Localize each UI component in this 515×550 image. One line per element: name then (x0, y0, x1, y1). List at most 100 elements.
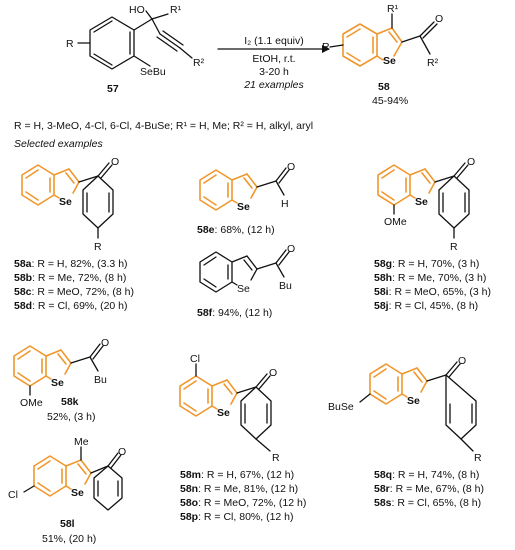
product-se-label: Se (383, 55, 396, 67)
58l-cl-label: Cl (8, 489, 18, 501)
id-58c: 58c (14, 286, 32, 298)
58l-me-label: Me (74, 436, 89, 448)
yield-58h: : R = Me, 70%, (3 h) (392, 272, 486, 284)
yield-58f: : 94%, (12 h) (212, 307, 272, 319)
svg-text:58h: R = Me, 70%, (3 h): 58h: R = Me, 70%, (3 h) (374, 272, 486, 284)
58f-se-label: Se (237, 283, 250, 295)
id-58o: 58o (180, 497, 198, 509)
id-58r: 58r (374, 483, 390, 495)
58e-o-label: O (287, 161, 295, 173)
product-r1-label: R¹ (387, 3, 399, 15)
structure-58e (199, 167, 290, 211)
compound-58-label: 58 (378, 81, 390, 93)
svg-text:58s: R = Cl, 65%, (8 h): 58s: R = Cl, 65%, (8 h) (374, 497, 481, 509)
yield-58j: : R = Cl, 45%, (8 h) (389, 300, 479, 312)
condition-examples: 21 examples (243, 79, 304, 91)
id-58g: 58g (374, 258, 392, 270)
id-58a: 58a (14, 258, 32, 270)
yield-58r: : R = Me, 67%, (8 h) (390, 483, 484, 495)
yield-58n: : R = Me, 81%, (12 h) (198, 483, 298, 495)
svg-text:58g: R = H, 70%, (3 h): 58g: R = H, 70%, (3 h) (374, 258, 479, 270)
svg-text:58j: R = Cl, 45%, (8 h): 58j: R = Cl, 45%, (8 h) (374, 300, 478, 312)
svg-text:58c: R = MeO, 72%, (8 h): 58c: R = MeO, 72%, (8 h) (14, 286, 134, 298)
reaction-arrow (217, 45, 330, 53)
id-58p: 58p (180, 511, 198, 523)
id-58e: 58e (197, 224, 215, 236)
r-label: R (66, 38, 74, 50)
id-58m: 58m (180, 469, 201, 481)
id-58k: 58k (61, 396, 79, 408)
condition-reagent: I₂ (1.1 equiv) (244, 35, 304, 47)
id-58f: 58f (197, 307, 213, 319)
58m-o-label: O (269, 367, 277, 379)
substrate-57 (77, 10, 193, 70)
svg-text:58n: R = Me, 81%, (12 h): 58n: R = Me, 81%, (12 h) (180, 483, 298, 495)
yield-58i: : R = MeO, 65%, (3 h) (389, 286, 491, 298)
id-58n: 58n (180, 483, 198, 495)
structure-58k (13, 343, 104, 396)
58m-cl-label: Cl (190, 353, 200, 365)
yield-range: 45-94% (372, 95, 408, 107)
id-58h: 58h (374, 272, 392, 284)
yield-58c: : R = MeO, 72%, (8 h) (32, 286, 134, 298)
58k-o-label: O (101, 337, 109, 349)
yield-58e: : 68%, (12 h) (215, 224, 275, 236)
product-r2-label: R² (427, 57, 439, 69)
yields-58q-s: 58q: R = H, 74%, (8 h) 58r: R = Me, 67%,… (374, 469, 484, 509)
svg-text:58d: R = Cl, 69%, (20 h): 58d: R = Cl, 69%, (20 h) (14, 300, 128, 312)
58e-h-label: H (281, 198, 289, 210)
58q-se-label: Se (407, 395, 420, 407)
58k-se-label: Se (51, 377, 64, 389)
id-58d: 58d (14, 300, 32, 312)
product-r-label: R (322, 41, 330, 53)
condition-time: 3-20 h (259, 66, 289, 78)
r2-label: R² (193, 57, 205, 69)
r1-label: R¹ (170, 4, 182, 16)
yields-58m-p: 58m: R = H, 67%, (12 h) 58n: R = Me, 81%… (180, 469, 306, 523)
compound-57-label: 57 (107, 83, 119, 95)
structure-58l (23, 446, 123, 511)
svg-text:58q: R = H, 74%, (8 h): 58q: R = H, 74%, (8 h) (374, 469, 479, 481)
58l-o-label: O (118, 446, 126, 458)
id-58i: 58i (374, 286, 389, 298)
58a-r-label: R (94, 241, 102, 253)
58q-r-label: R (474, 452, 482, 464)
structure-58a-d (21, 162, 114, 239)
yield-58k: 52%, (3 h) (47, 411, 95, 423)
yield-58l: 51%, (20 h) (42, 533, 96, 545)
58l-se-label: Se (71, 487, 84, 499)
product-o-label: O (435, 13, 443, 25)
id-58l: 58l (60, 518, 75, 530)
58g-r-label: R (450, 241, 458, 253)
yields-58a-d: 58a: R = H, 82%, (3.3 h) 58b: R = Me, 72… (14, 258, 134, 312)
structure-58q-s (359, 361, 477, 452)
58m-r-label: R (272, 452, 280, 464)
yield-58m: : R = H, 67%, (12 h) (201, 469, 294, 481)
id-58j: 58j (374, 300, 389, 312)
selected-heading: Selected examples (14, 138, 103, 150)
svg-text:58i: R = MeO, 65%, (3 h): 58i: R = MeO, 65%, (3 h) (374, 286, 491, 298)
58k-bu-label: Bu (94, 374, 107, 386)
yields-58g-j: 58g: R = H, 70%, (3 h) 58h: R = Me, 70%,… (374, 258, 491, 312)
yield-58o: : R = MeO, 72%, (12 h) (198, 497, 306, 509)
svg-text:58e: 68%, (12 h): 58e: 68%, (12 h) (197, 224, 275, 236)
58g-se-label: Se (415, 196, 428, 208)
svg-text:58f: 94%, (12 h): 58f: 94%, (12 h) (197, 307, 272, 319)
yield-58s: : R = Cl, 65%, (8 h) (392, 497, 482, 509)
yield-58a: : R = H, 82%, (3.3 h) (32, 258, 128, 270)
id-58q: 58q (374, 469, 392, 481)
svg-text:58p: R = Cl, 80%, (12 h): 58p: R = Cl, 80%, (12 h) (180, 511, 294, 523)
yield-58p: : R = Cl, 80%, (12 h) (198, 511, 293, 523)
yield-58g: : R = H, 70%, (3 h) (392, 258, 479, 270)
svg-text:58b: R = Me, 72%, (8 h): 58b: R = Me, 72%, (8 h) (14, 272, 126, 284)
58f-bu-label: Bu (279, 280, 292, 292)
id-58b: 58b (14, 272, 32, 284)
structure-58m-p (179, 363, 272, 452)
58q-buse-label: BuSe (328, 401, 354, 413)
substituents-line: R = H, 3-MeO, 4-Cl, 6-Cl, 4-BuSe; R¹ = H… (14, 120, 313, 132)
58m-se-label: Se (217, 407, 230, 419)
yield-58q: : R = H, 74%, (8 h) (392, 469, 479, 481)
ho-label: HO (129, 4, 145, 16)
58q-o-label: O (458, 355, 466, 367)
